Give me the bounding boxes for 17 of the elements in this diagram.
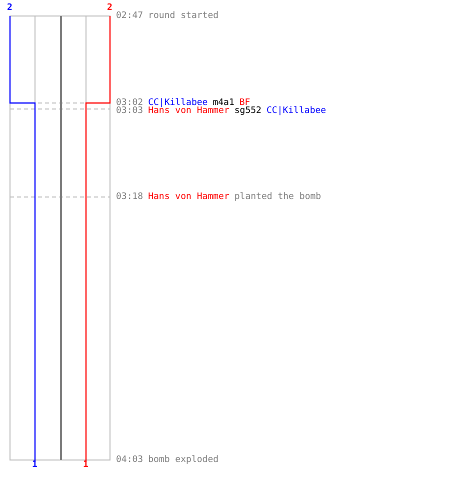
timestamp: 03:03	[116, 106, 144, 116]
player-name: CC|Killabee	[148, 98, 208, 108]
timestamp: 03:02	[116, 98, 144, 108]
player-name: BF	[239, 98, 250, 108]
timestamp: 03:18	[116, 192, 144, 202]
player-name: Hans von Hammer	[148, 106, 230, 116]
player-count: 2	[7, 3, 12, 13]
player-count: 2	[107, 3, 112, 13]
player-name: Hans von Hammer	[148, 192, 230, 202]
event-text: round started	[148, 11, 219, 21]
event-text: planted the bomb	[234, 192, 322, 202]
weapon-name: m4a1	[212, 98, 234, 108]
timestamp: 02:47	[116, 11, 144, 21]
weapon-name: sg552	[234, 106, 262, 116]
timestamp: 04:03	[116, 455, 144, 465]
event-text: bomb exploded	[148, 455, 219, 465]
player-name: CC|Killabee	[266, 106, 326, 116]
